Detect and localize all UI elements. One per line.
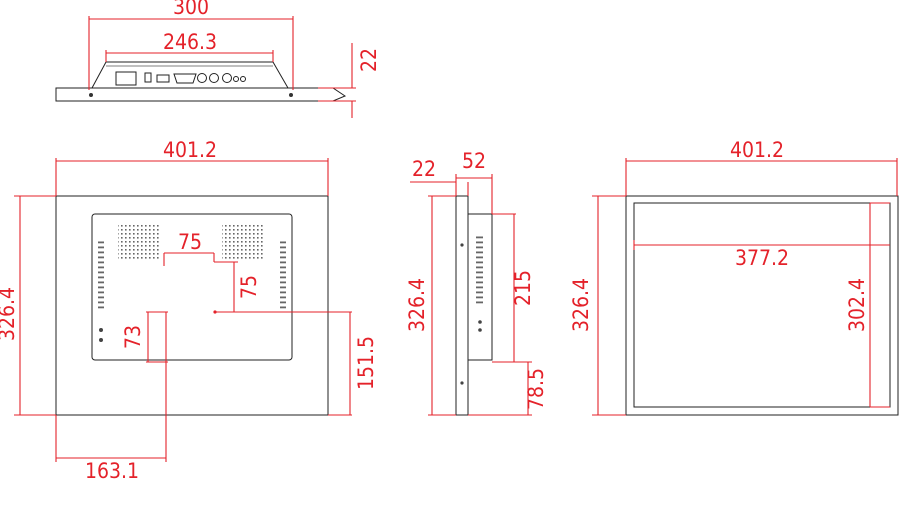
side-view-slots — [476, 236, 483, 306]
dim-side-bezel-depth-label: 22 — [412, 157, 436, 181]
top-view-connectors — [115, 71, 246, 86]
dim-side-bracket-height: 215 — [492, 213, 535, 363]
dim-front-height-label: 326.4 — [0, 287, 19, 341]
side-view-screw-bottom — [460, 381, 464, 385]
dim-back-height: 326.4 — [569, 195, 626, 416]
dim-front-vesa-vertical: 75 — [214, 261, 261, 313]
dim-back-width: 401.2 — [625, 138, 898, 196]
dim-top-bracket-width: 246.3 — [105, 30, 274, 62]
front-view-vent-left — [118, 223, 160, 261]
dim-top-overall-width-label: 300 — [173, 0, 209, 19]
dim-front-width: 401.2 — [55, 138, 329, 196]
dim-front-bottom-offset-label: 151.5 — [354, 336, 378, 390]
dim-side-bracket-height-label: 215 — [511, 270, 535, 306]
dim-front-vesa-vertical-label: 75 — [237, 275, 261, 299]
dim-back-width-label: 401.2 — [730, 138, 784, 162]
top-view-screw-right — [289, 93, 293, 97]
dim-front-width-label: 401.2 — [163, 138, 217, 162]
front-view-side-slots-right — [280, 240, 286, 310]
dim-top-depth: 22 — [318, 43, 381, 118]
front-view-chassis — [91, 213, 293, 361]
back-view: 401.2 326.4 377.2 302.4 — [569, 138, 899, 416]
dim-back-active-width-label: 377.2 — [735, 246, 789, 270]
side-view-body — [467, 213, 493, 361]
dim-side-total-depth: 52 — [455, 149, 493, 214]
front-view-button-1 — [99, 328, 103, 332]
front-view-frame — [55, 195, 329, 416]
dim-side-height-label: 326.4 — [405, 278, 429, 332]
dim-side-bezel-depth: 22 — [410, 157, 469, 196]
dim-side-total-depth-label: 52 — [462, 149, 486, 173]
front-view-vent-right — [222, 223, 264, 261]
side-view: 52 22 326.4 215 78.5 — [405, 149, 548, 416]
dim-back-active-width: 377.2 — [633, 240, 890, 270]
side-view-button-2 — [478, 328, 482, 332]
dim-front-horizontal-offset: 163.1 — [55, 312, 167, 483]
dim-side-height: 326.4 — [405, 195, 456, 416]
dim-front-height: 326.4 — [0, 195, 56, 416]
dim-side-bottom-offset: 78.5 — [468, 362, 548, 416]
side-view-button-1 — [478, 320, 482, 324]
dim-front-vesa-horizontal: 75 — [163, 230, 215, 266]
back-view-active-area — [633, 202, 891, 408]
dim-front-horizontal-offset-label: 163.1 — [85, 459, 139, 483]
dim-top-overall-width: 300 — [88, 0, 294, 90]
front-view-button-2 — [99, 338, 103, 342]
dim-side-bottom-offset-label: 78.5 — [524, 368, 548, 410]
dim-front-left-offset: 73 — [121, 311, 168, 363]
dim-front-vesa-horizontal-label: 75 — [178, 230, 202, 254]
back-view-frame — [625, 195, 899, 416]
dim-top-depth-label: 22 — [357, 48, 381, 72]
dim-back-active-height: 302.4 — [845, 202, 890, 408]
top-view: 300 246.3 22 — [55, 0, 381, 118]
dim-back-active-height-label: 302.4 — [845, 278, 869, 332]
front-view-side-slots-left — [98, 240, 104, 310]
dim-front-left-offset-label: 73 — [121, 325, 145, 349]
front-view: 401.2 326.4 75 75 73 — [0, 138, 378, 483]
top-view-panel — [55, 87, 347, 102]
dim-front-bottom-offset: 151.5 — [215, 311, 378, 416]
dim-back-height-label: 326.4 — [569, 278, 593, 332]
side-view-screw-top — [460, 243, 464, 247]
top-view-screw-left — [89, 93, 93, 97]
top-view-bracket — [91, 61, 289, 89]
dim-top-bracket-width-label: 246.3 — [163, 30, 217, 54]
